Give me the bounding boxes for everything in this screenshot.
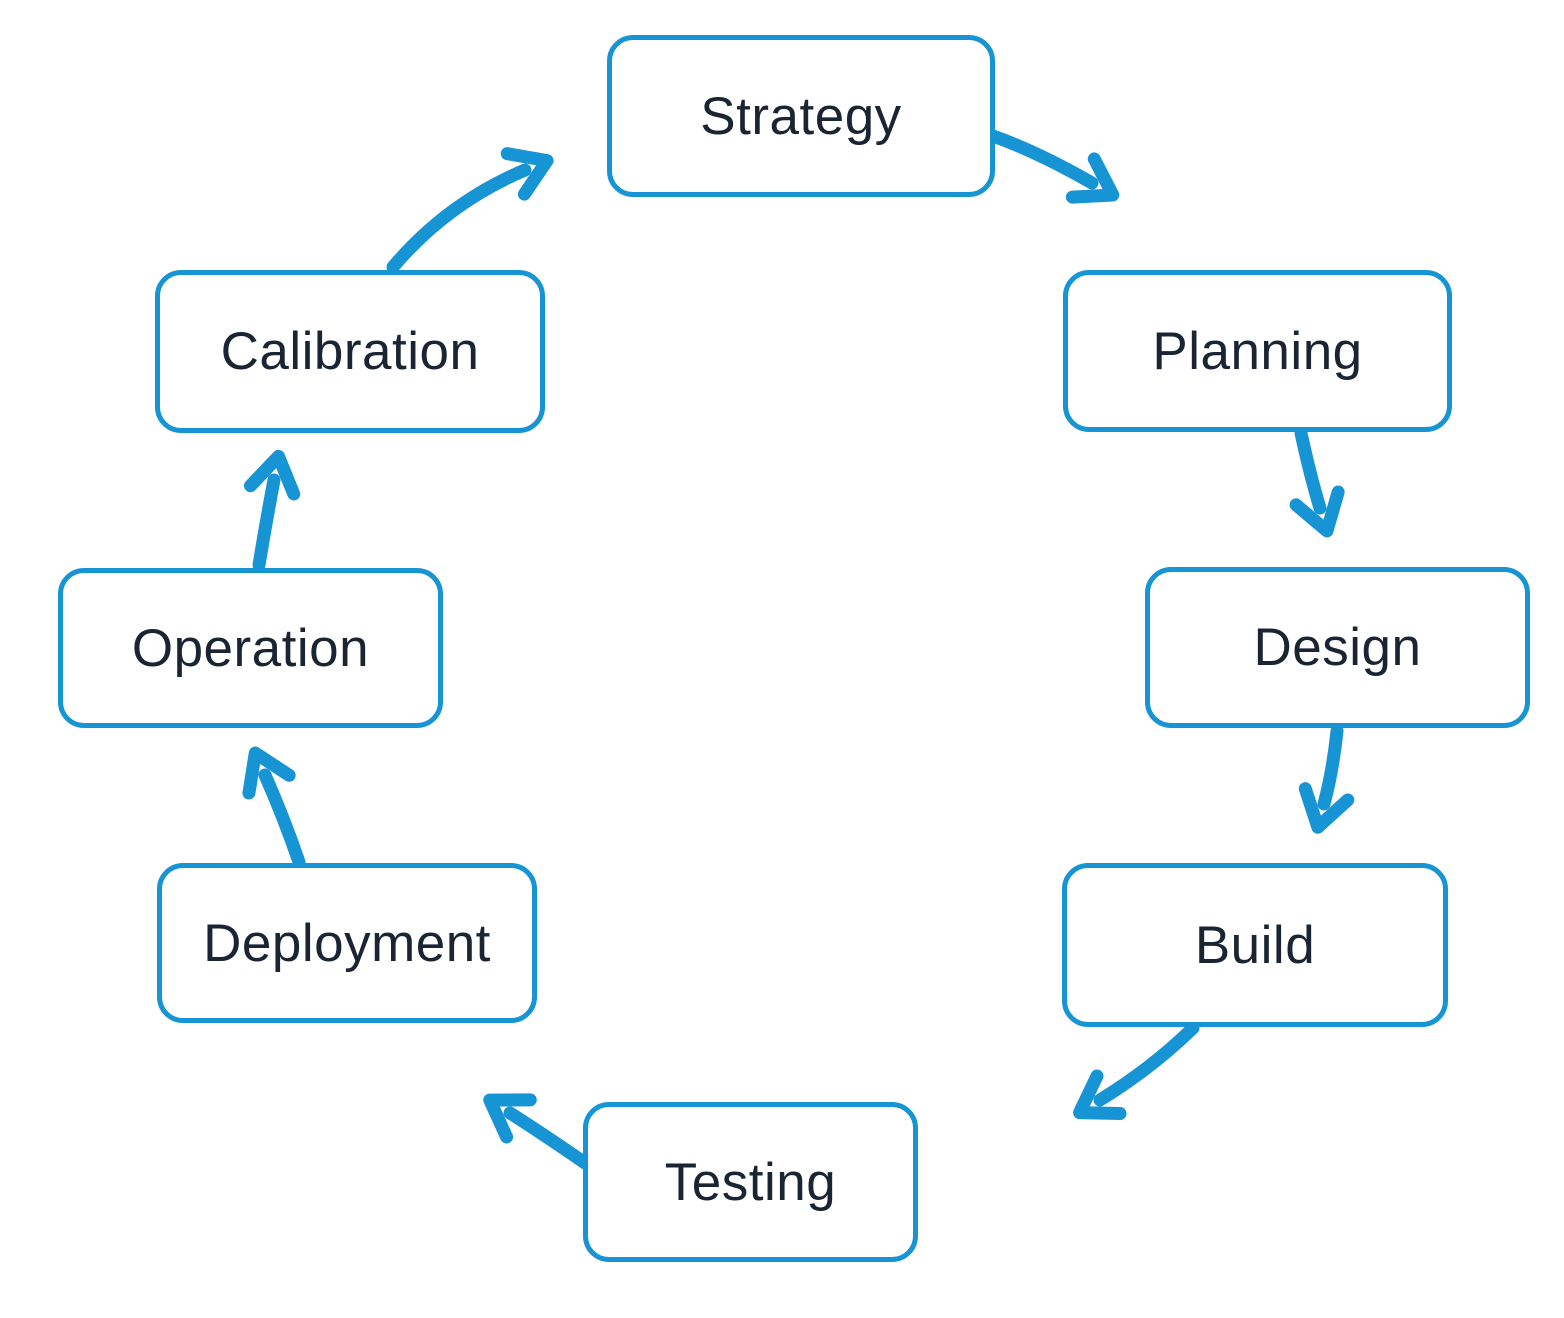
arrow-strategy-to-planning bbox=[986, 129, 1120, 204]
node-planning: Planning bbox=[1063, 270, 1452, 432]
node-testing: Testing bbox=[583, 1102, 918, 1262]
arrow-operation-to-calibration bbox=[244, 449, 301, 572]
arrow-calibration-to-strategy bbox=[386, 147, 554, 274]
node-calibration-label: Calibration bbox=[220, 322, 480, 381]
arrow-design-to-build bbox=[1298, 724, 1355, 834]
node-strategy-label: Strategy bbox=[700, 86, 902, 146]
node-operation: Operation bbox=[58, 568, 443, 728]
node-operation-label: Operation bbox=[131, 618, 370, 678]
node-design: Design bbox=[1145, 567, 1530, 728]
arrow-deployment-to-operation bbox=[242, 746, 306, 869]
node-build-label: Build bbox=[1194, 915, 1316, 975]
arrow-build-to-testing bbox=[1073, 1021, 1200, 1120]
node-testing-label: Testing bbox=[664, 1152, 837, 1212]
node-design-label: Design bbox=[1253, 618, 1422, 677]
node-strategy: Strategy bbox=[607, 35, 995, 197]
node-deployment: Deployment bbox=[157, 863, 537, 1023]
node-planning-label: Planning bbox=[1152, 321, 1363, 381]
arrow-planning-to-design bbox=[1289, 426, 1345, 538]
node-build: Build bbox=[1062, 863, 1448, 1027]
node-calibration: Calibration bbox=[155, 270, 545, 433]
node-deployment-label: Deployment bbox=[203, 913, 491, 973]
arrow-testing-to-deployment bbox=[483, 1093, 592, 1170]
